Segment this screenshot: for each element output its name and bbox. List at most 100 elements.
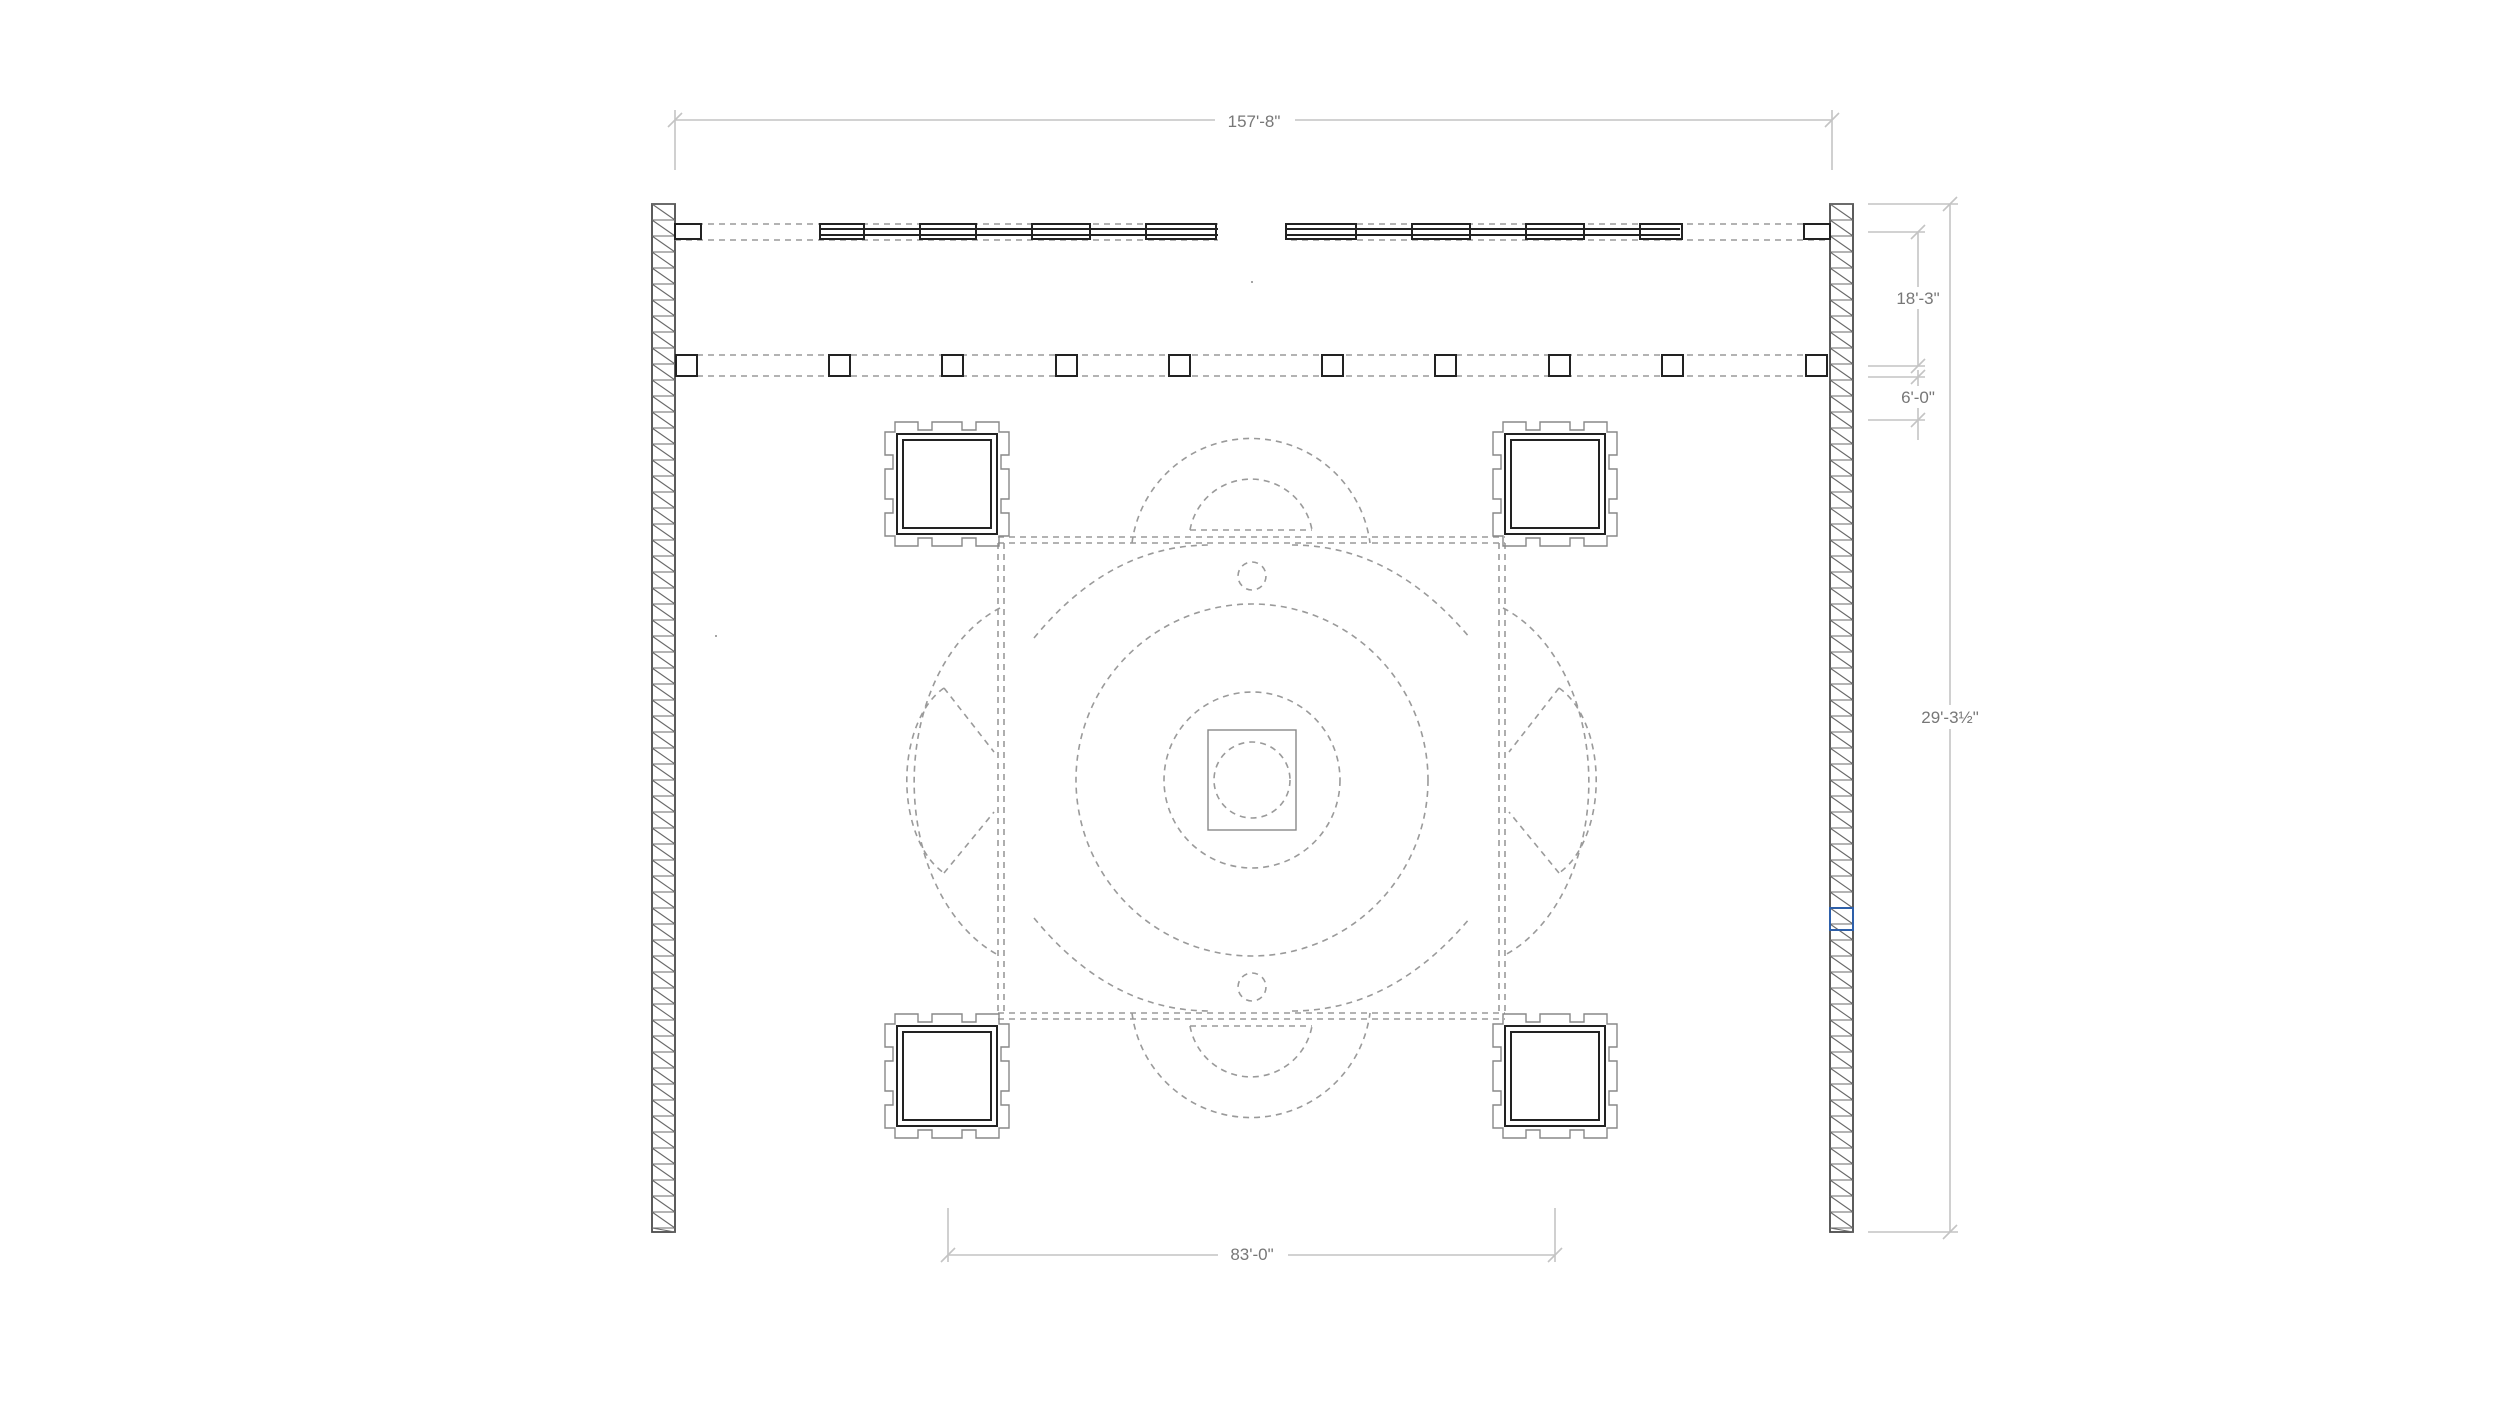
- truss-diagonal: [1829, 491, 1854, 509]
- truss-diagonal: [651, 859, 676, 877]
- rail-box: [828, 354, 851, 377]
- stage-outline: [906, 437, 1597, 1119]
- rail-fixture: [1031, 223, 1091, 240]
- truss-diagonal: [651, 843, 676, 861]
- truss-diagonal: [651, 363, 676, 381]
- truss-diagonal: [651, 1163, 676, 1181]
- truss-diagonal: [651, 507, 676, 525]
- truss-diagonal: [651, 1067, 676, 1085]
- truss-diagonal: [651, 779, 676, 797]
- truss-diagonal: [651, 923, 676, 941]
- truss-diagonal: [1829, 219, 1854, 237]
- rail-box: [941, 354, 964, 377]
- tower-outer-square: [896, 433, 998, 535]
- inner-width-label: 83'-0": [1230, 1245, 1273, 1264]
- truss-diagonal: [651, 251, 676, 269]
- truss-diagonal: [651, 667, 676, 685]
- truss-diagonal: [651, 395, 676, 413]
- rail-spacing-dimension: 18'-3": [1868, 224, 1946, 374]
- overall-width-label: 157'-8": [1228, 112, 1281, 131]
- truss-diagonal: [651, 587, 676, 605]
- rail-box: [1661, 354, 1684, 377]
- truss-diagonal: [651, 443, 676, 461]
- truss-diagonal: [1829, 635, 1854, 653]
- truss-diagonal: [651, 811, 676, 829]
- truss-diagonal: [651, 379, 676, 397]
- truss-diagonal: [651, 875, 676, 893]
- tower-inner-square: [902, 439, 992, 529]
- truss-diagonal: [1829, 235, 1854, 253]
- truss-diagonal: [1829, 1115, 1854, 1133]
- tower-inner-square: [1510, 1031, 1600, 1121]
- truss-diagonal: [651, 1179, 676, 1197]
- truss-diagonal: [1829, 763, 1854, 781]
- truss-diagonal: [1829, 283, 1854, 301]
- right-truss: [1829, 203, 1854, 1233]
- rail-box: [1805, 354, 1828, 377]
- truss-diagonal: [651, 1147, 676, 1165]
- truss-diagonal: [1829, 811, 1854, 829]
- truss-diagonal: [1829, 1035, 1854, 1053]
- truss-diagonal: [1829, 1019, 1854, 1037]
- truss-diagonal: [651, 411, 676, 429]
- rail-fixture: [819, 223, 865, 240]
- truss-diagonal: [651, 715, 676, 733]
- tower-block: [1492, 421, 1618, 547]
- left-truss: [651, 203, 676, 1233]
- truss-diagonal: [651, 571, 676, 589]
- truss-diagonal: [1829, 587, 1854, 605]
- truss-diagonal: [1829, 1099, 1854, 1117]
- rail-fixture: [1803, 223, 1831, 240]
- truss-diagonal: [651, 315, 676, 333]
- truss-diagonal: [1829, 651, 1854, 669]
- inner-width-dimension: 83'-0": [940, 1208, 1563, 1265]
- truss-diagonal: [651, 539, 676, 557]
- truss-diagonal: [1829, 1067, 1854, 1085]
- truss-diagonal: [1829, 315, 1854, 333]
- truss-diagonal: [1829, 203, 1854, 221]
- truss-diagonal: [1829, 827, 1854, 845]
- truss-diagonal: [1829, 747, 1854, 765]
- truss-diagonal: [651, 219, 676, 237]
- truss-diagonal: [651, 427, 676, 445]
- rail-fixture: [1525, 223, 1585, 240]
- truss-diagonal: [1829, 731, 1854, 749]
- rail-box: [1321, 354, 1344, 377]
- truss-diagonal: [1829, 859, 1854, 877]
- rail-box: [675, 354, 698, 377]
- truss-diagonal: [1829, 1051, 1854, 1069]
- truss-diagonal: [1829, 1003, 1854, 1021]
- truss-diagonal: [1829, 891, 1854, 909]
- truss-diagonal: [651, 635, 676, 653]
- truss-diagonal: [1829, 1163, 1854, 1181]
- truss-diagonal: [1829, 907, 1854, 925]
- tower-inner-square: [902, 1031, 992, 1121]
- truss-diagonal: [651, 283, 676, 301]
- truss-diagonal: [651, 523, 676, 541]
- truss-diagonal: [1829, 939, 1854, 957]
- truss-diagonal: [651, 299, 676, 317]
- truss-diagonal: [1829, 475, 1854, 493]
- overall-depth-label: 29'-3½": [1921, 708, 1978, 727]
- truss-diagonal: [1829, 843, 1854, 861]
- rail-fixture: [1145, 223, 1217, 240]
- truss-diagonal: [651, 1019, 676, 1037]
- truss-diagonal: [1829, 331, 1854, 349]
- truss-diagonal: [651, 1131, 676, 1149]
- truss-diagonal: [1829, 1147, 1854, 1165]
- truss-diagonal: [1829, 395, 1854, 413]
- truss-diagonal: [1829, 1083, 1854, 1101]
- truss-accent-marker: [1829, 907, 1854, 931]
- truss-diagonal: [1829, 523, 1854, 541]
- truss-diagonal: [651, 267, 676, 285]
- truss-diagonal: [1829, 987, 1854, 1005]
- tower-inner-square: [1510, 439, 1600, 529]
- tower-outline: [1492, 421, 1618, 547]
- truss-diagonal: [1829, 779, 1854, 797]
- truss-diagonal: [1829, 411, 1854, 429]
- overall-width-dimension: 157'-8": [667, 110, 1840, 170]
- truss-diagonal: [1829, 875, 1854, 893]
- truss-diagonal: [1829, 1179, 1854, 1197]
- truss-diagonal: [651, 347, 676, 365]
